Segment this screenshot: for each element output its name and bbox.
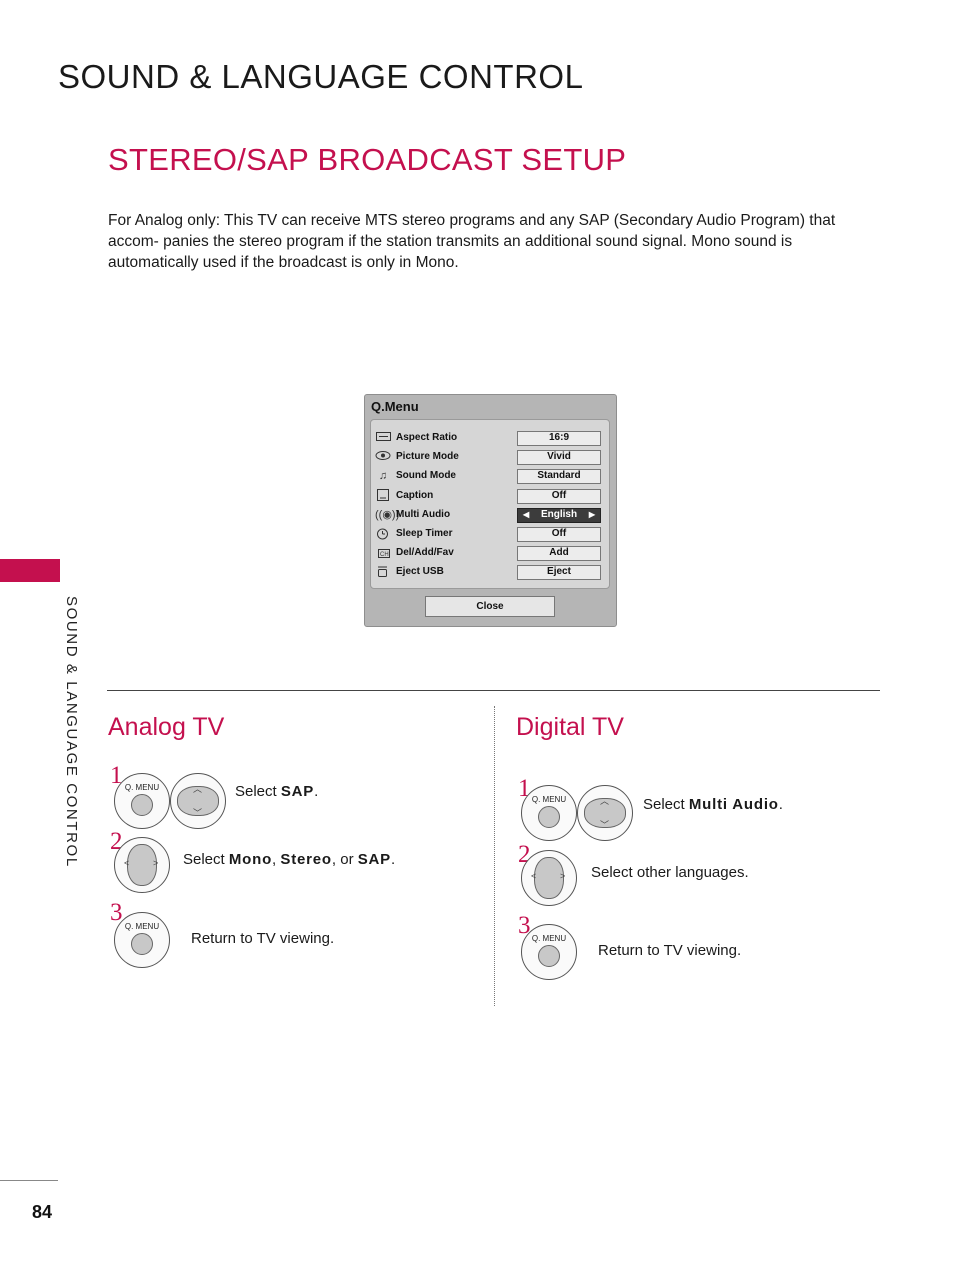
button-knob [131, 794, 153, 816]
up-down-nav-button[interactable]: ︿ ﹀ [577, 785, 633, 841]
music-note-icon: ♫ [378, 470, 388, 482]
speaker-waves-icon: ((◉)) [375, 509, 400, 521]
usb-eject-icon [375, 565, 391, 579]
qmenu-item-label: Sound Mode [396, 470, 456, 481]
side-tab-text: SOUND & LANGUAGE CONTROL [63, 596, 80, 868]
button-rocker [584, 798, 626, 828]
caption-icon [375, 489, 391, 503]
arrow-up-icon: ︿ [600, 796, 610, 806]
qmenu-item-value[interactable]: Eject [517, 565, 601, 580]
qmenu-panel: Q.Menu Aspect Ratio 16:9 Picture Mode Vi… [364, 394, 617, 627]
qmenu-title: Q.Menu [371, 399, 419, 414]
qmenu-item-label: Del/Add/Fav [396, 547, 454, 558]
analog-step-3-text: Return to TV viewing. [191, 930, 335, 947]
qmenu-item-value[interactable]: Off [517, 489, 601, 504]
qmenu-item-sleep-timer[interactable]: Sleep Timer Off [371, 526, 609, 543]
qmenu-button[interactable]: Q. MENU [114, 912, 170, 968]
step-number: 3 [110, 899, 123, 926]
button-rocker [127, 844, 157, 886]
analog-tv-title: Analog TV [108, 713, 225, 741]
digital-step-1-text: Select Multi Audio. [643, 796, 783, 813]
qmenu-item-sound-mode[interactable]: ♫ Sound Mode Standard [371, 468, 609, 485]
section-divider [107, 690, 880, 691]
button-rocker [177, 786, 219, 816]
timer-icon [375, 527, 391, 541]
side-tab-label: SOUND & LANGUAGE CONTROL [60, 596, 80, 876]
arrow-right-icon: > [560, 871, 566, 881]
qmenu-button[interactable]: Q. MENU [114, 773, 170, 829]
qmenu-item-value[interactable]: Vivid [517, 450, 601, 465]
qmenu-item-value[interactable]: Off [517, 527, 601, 542]
chapter-title: SOUND & LANGUAGE CONTROL [58, 58, 584, 95]
button-knob [131, 933, 153, 955]
qmenu-item-label: Aspect Ratio [396, 432, 458, 443]
qmenu-item-label: Caption [396, 490, 434, 501]
up-down-nav-button[interactable]: ︿ ﹀ [170, 773, 226, 829]
button-knob [538, 806, 560, 828]
left-right-nav-button[interactable]: < > [521, 850, 577, 906]
qmenu-item-multi-audio[interactable]: ((◉)) Multi Audio ◀ English ▶ [371, 507, 609, 524]
arrow-left-icon[interactable]: ◀ [523, 510, 530, 519]
svg-text:CH: CH [380, 552, 389, 558]
arrow-right-icon: > [153, 858, 159, 868]
qmenu-button[interactable]: Q. MENU [521, 924, 577, 980]
arrow-left-icon: < [531, 871, 537, 881]
intro-paragraph: For Analog only: This TV can receive MTS… [108, 212, 836, 271]
qmenu-button-caption: Q. MENU [531, 795, 567, 804]
qmenu-button-caption: Q. MENU [531, 934, 567, 943]
qmenu-item-value[interactable]: 16:9 [517, 431, 601, 446]
arrow-down-icon: ﹀ [193, 808, 203, 818]
analog-step-2-text: Select Mono, Stereo, or SAP. [183, 851, 396, 868]
digital-step-2-text: Select other languages. [591, 864, 749, 881]
qmenu-button-caption: Q. MENU [124, 922, 160, 931]
qmenu-item-value-selected[interactable]: ◀ English ▶ [517, 508, 601, 523]
digital-tv-title: Digital TV [516, 713, 624, 741]
left-right-nav-button[interactable]: < > [114, 837, 170, 893]
qmenu-item-value[interactable]: Standard [517, 469, 601, 484]
arrow-left-icon: < [124, 858, 130, 868]
qmenu-item-caption[interactable]: Caption Off [371, 488, 609, 505]
section-title: STEREO/SAP BROADCAST SETUP [108, 142, 627, 177]
qmenu-item-label: Sleep Timer [396, 528, 453, 539]
qmenu-item-eject-usb[interactable]: Eject USB Eject [371, 564, 609, 581]
qmenu-item-aspect-ratio[interactable]: Aspect Ratio 16:9 [371, 430, 609, 447]
button-knob [538, 945, 560, 967]
button-rocker [534, 857, 564, 899]
side-tab-marker [0, 559, 60, 582]
qmenu-button[interactable]: Q. MENU [521, 785, 577, 841]
analog-step-1-text: Select SAP. [235, 783, 319, 800]
qmenu-item-label: Eject USB [396, 566, 444, 577]
qmenu-item-label: Multi Audio [396, 509, 451, 520]
qmenu-item-del-add-fav[interactable]: CH Del/Add/Fav Add [371, 545, 609, 562]
qmenu-close-button[interactable]: Close [425, 596, 555, 617]
qmenu-item-picture-mode[interactable]: Picture Mode Vivid [371, 449, 609, 466]
footer-rule [0, 1180, 58, 1181]
qmenu-button-caption: Q. MENU [124, 783, 160, 792]
aspect-ratio-icon [375, 431, 391, 445]
qmenu-item-label: Picture Mode [396, 451, 459, 462]
column-divider [494, 706, 495, 1006]
arrow-right-icon[interactable]: ▶ [588, 510, 595, 519]
arrow-down-icon: ﹀ [600, 820, 610, 830]
arrow-up-icon: ︿ [193, 784, 203, 794]
eye-icon [375, 450, 391, 464]
qmenu-list: Aspect Ratio 16:9 Picture Mode Vivid ♫ S… [370, 419, 610, 589]
channel-check-icon: CH [375, 546, 391, 560]
page-number: 84 [32, 1202, 53, 1222]
qmenu-item-value[interactable]: Add [517, 546, 601, 561]
digital-step-3-text: Return to TV viewing. [598, 942, 742, 959]
